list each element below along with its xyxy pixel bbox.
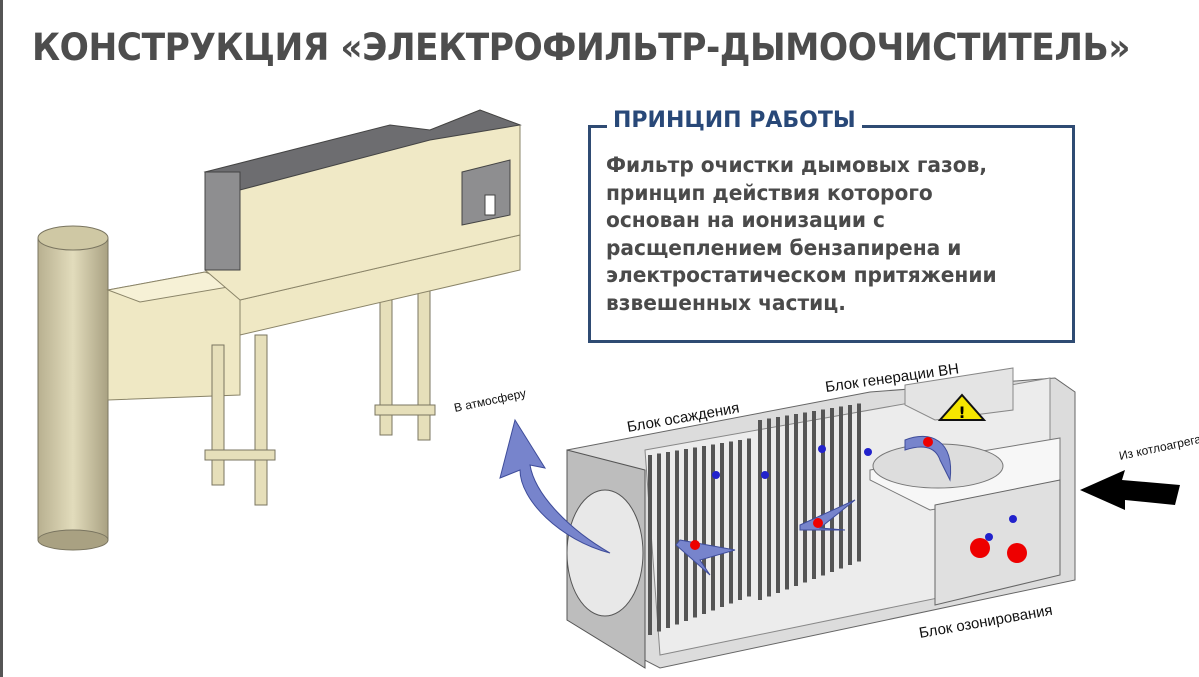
principle-heading: ПРИНЦИП РАБОТЫ	[607, 108, 862, 133]
collector-plate	[839, 406, 843, 569]
equipment-illustration	[37, 109, 522, 551]
collector-plates	[648, 403, 861, 635]
collector-plate	[794, 414, 798, 586]
label-to-atmosphere: В атмосферу	[453, 386, 528, 415]
principle-line: расщеплением бензапирена и	[606, 235, 962, 260]
collector-plate	[785, 415, 789, 590]
principle-line: электростатическом притяжении	[606, 263, 997, 287]
collector-plate	[767, 418, 771, 597]
duct	[106, 271, 242, 401]
warning-symbol: !	[958, 403, 965, 422]
chimney	[37, 225, 109, 551]
principle-line: Фильтр очистки дымовых газов,	[606, 153, 988, 177]
collector-plate	[684, 449, 688, 621]
collector-plate	[648, 455, 652, 635]
principle-line: основан на ионизации с	[606, 208, 885, 232]
collector-plate	[657, 453, 661, 632]
collector-plate	[821, 409, 825, 576]
charge-markers	[690, 437, 1027, 563]
collector-plate	[702, 446, 706, 614]
collector-plate	[738, 440, 742, 600]
collector-plate	[758, 420, 762, 600]
principle-line: взвешенных частиц.	[606, 290, 846, 315]
collector-plate	[729, 441, 733, 604]
collector-plate	[830, 408, 834, 572]
principle-line: принцип действия которого	[606, 180, 933, 205]
label-from-boiler: Из котлоагрегата	[1118, 429, 1199, 463]
filter-body	[203, 109, 522, 336]
collector-plate	[675, 450, 679, 625]
collector-plate	[720, 443, 724, 607]
principle-text: Фильтр очистки дымовых газов, принцип де…	[606, 152, 1066, 317]
page-title: КОНСТРУКЦИЯ «ЭЛЕКТРОФИЛЬТР-ДЫМООЧИСТИТЕЛ…	[32, 26, 1130, 69]
collector-plate	[803, 412, 807, 583]
collector-plate	[848, 405, 852, 565]
collector-plate	[666, 452, 670, 628]
collector-plate	[693, 447, 697, 618]
collector-plate	[857, 403, 861, 562]
collector-plate	[776, 417, 780, 593]
inlet-arrow	[1080, 470, 1180, 510]
collector-plate	[711, 444, 715, 611]
left-border	[0, 0, 3, 677]
supports	[204, 289, 436, 506]
collector-plate	[747, 438, 751, 597]
warning-icon	[937, 393, 987, 421]
collector-plate	[812, 411, 816, 579]
